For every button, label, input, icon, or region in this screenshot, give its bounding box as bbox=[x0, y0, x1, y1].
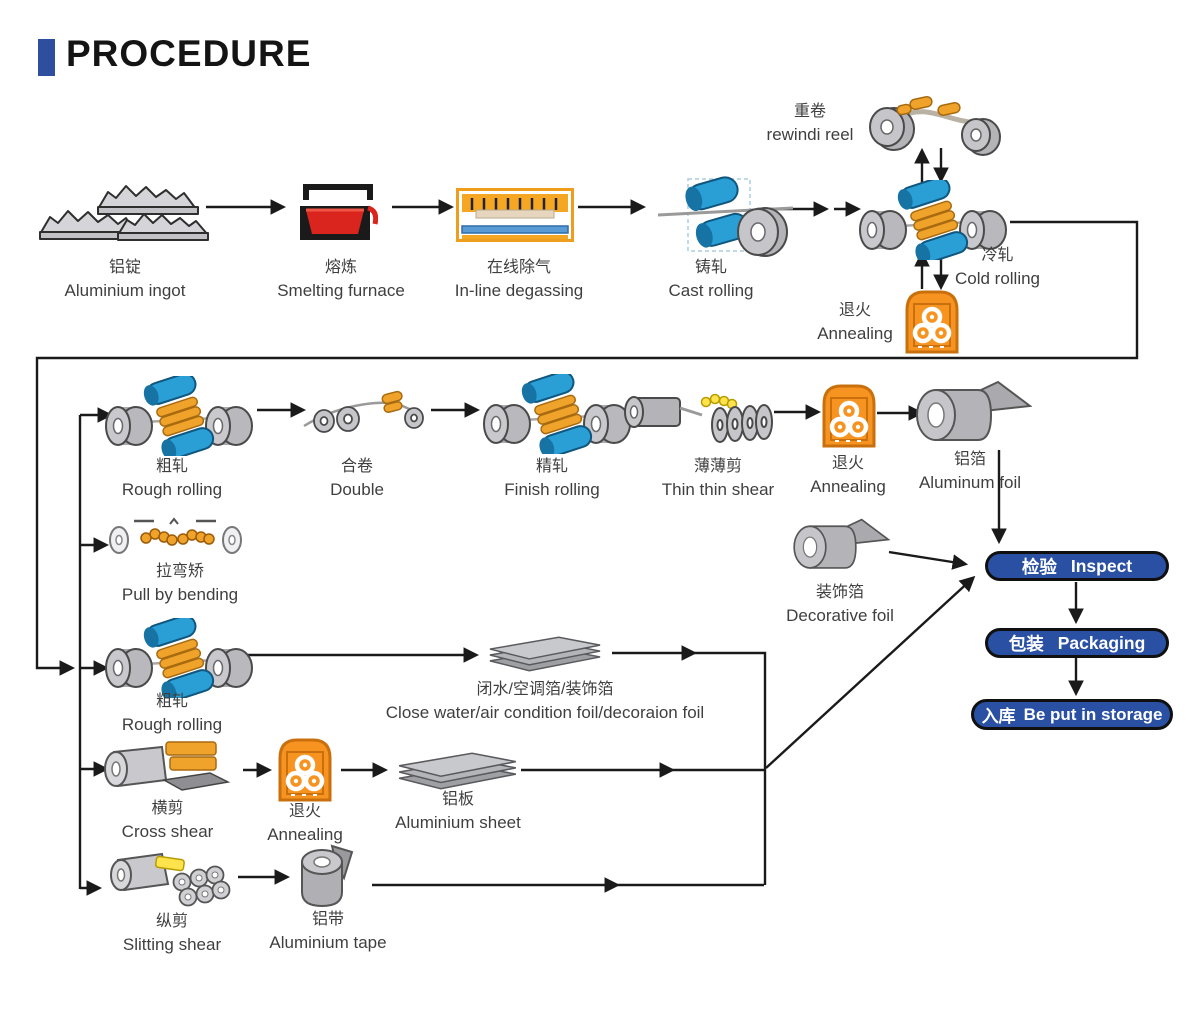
cross-shear-icon bbox=[104, 741, 231, 791]
smelting-furnace-icon bbox=[300, 184, 378, 240]
step-cross-shear-label: 横剪 Cross shear bbox=[121, 800, 214, 841]
inline-degassing-icon bbox=[456, 188, 574, 242]
step-rough-rolling-2-label: 粗轧 Rough rolling bbox=[121, 693, 223, 734]
aluminium-sheet-icon bbox=[395, 750, 520, 792]
step-ingot-label: 铝锭 Aluminium ingot bbox=[64, 259, 186, 300]
step-decorative-foil-label: 装饰箔 Decorative foil bbox=[786, 584, 894, 625]
step-aluminium-sheet-label: 铝板 Aluminium sheet bbox=[395, 791, 521, 832]
step-finish-rolling-label: 精轧 Finish rolling bbox=[504, 458, 600, 499]
decorative-foil-roll-icon bbox=[790, 510, 890, 585]
step-aluminium-tape-label: 铝带 Aluminium tape bbox=[269, 911, 387, 952]
step-aluminum-foil-label: 铝箔 Aluminum foil bbox=[918, 451, 1022, 492]
close-water-foil-sheet-icon bbox=[486, 634, 604, 674]
annealing-furnace-icon-3 bbox=[276, 736, 334, 802]
step-thin-thin-shear-label: 薄薄剪 Thin thin shear bbox=[661, 458, 775, 499]
aluminium-tape-roll-icon bbox=[301, 844, 354, 908]
step-pull-by-bending-label: 拉弯矫 Pull by bending bbox=[121, 563, 239, 604]
aluminium-ingot-icon bbox=[39, 185, 209, 241]
aluminum-foil-roll-icon bbox=[912, 378, 1032, 453]
storage-pill: 入库 Be put in storage bbox=[971, 699, 1173, 730]
pull-by-bending-icon bbox=[109, 517, 242, 554]
rewind-reel-icon bbox=[869, 96, 1001, 156]
double-coiler-icon bbox=[303, 390, 424, 433]
cast-rolling-icon bbox=[658, 176, 793, 257]
thin-thin-shear-icon bbox=[624, 393, 773, 443]
step-close-water-foil-label: 闭水/空调箔/装饰箔 Close water/air condition foi… bbox=[385, 681, 705, 722]
step-rough-rolling-1-label: 粗轧 Rough rolling bbox=[121, 458, 223, 499]
step-smelting-label: 熔炼 Smelting furnace bbox=[277, 259, 405, 300]
rough-rolling-mill-icon-2 bbox=[104, 618, 256, 698]
inspect-pill: 检验 Inspect bbox=[985, 551, 1169, 581]
rough-rolling-mill-icon-1 bbox=[104, 376, 256, 456]
step-cast-rolling-label: 铸轧 Cast rolling bbox=[668, 259, 754, 300]
step-annealing-top-label: 退火 Annealing bbox=[817, 302, 893, 343]
step-rewind-reel-label: 重卷 rewindi reel bbox=[766, 103, 854, 144]
step-degassing-label: 在线除气 In-line degassing bbox=[454, 259, 584, 300]
step-double-label: 合卷 Double bbox=[330, 458, 384, 499]
finish-rolling-mill-icon bbox=[482, 374, 634, 454]
packaging-pill: 包装 Packaging bbox=[985, 628, 1169, 658]
step-annealing-2-label: 退火 Annealing bbox=[810, 455, 886, 496]
step-annealing-3-label: 退火 Annealing bbox=[267, 803, 343, 844]
page-title: PROCEDURE bbox=[66, 33, 312, 74]
annealing-furnace-icon-2 bbox=[820, 382, 878, 448]
title-accent-bar bbox=[38, 39, 55, 76]
step-slitting-shear-label: 纵剪 Slitting shear bbox=[122, 913, 222, 954]
slitting-shear-icon bbox=[110, 852, 231, 907]
step-cold-rolling-label: 冷轧 Cold rolling bbox=[954, 247, 1041, 288]
